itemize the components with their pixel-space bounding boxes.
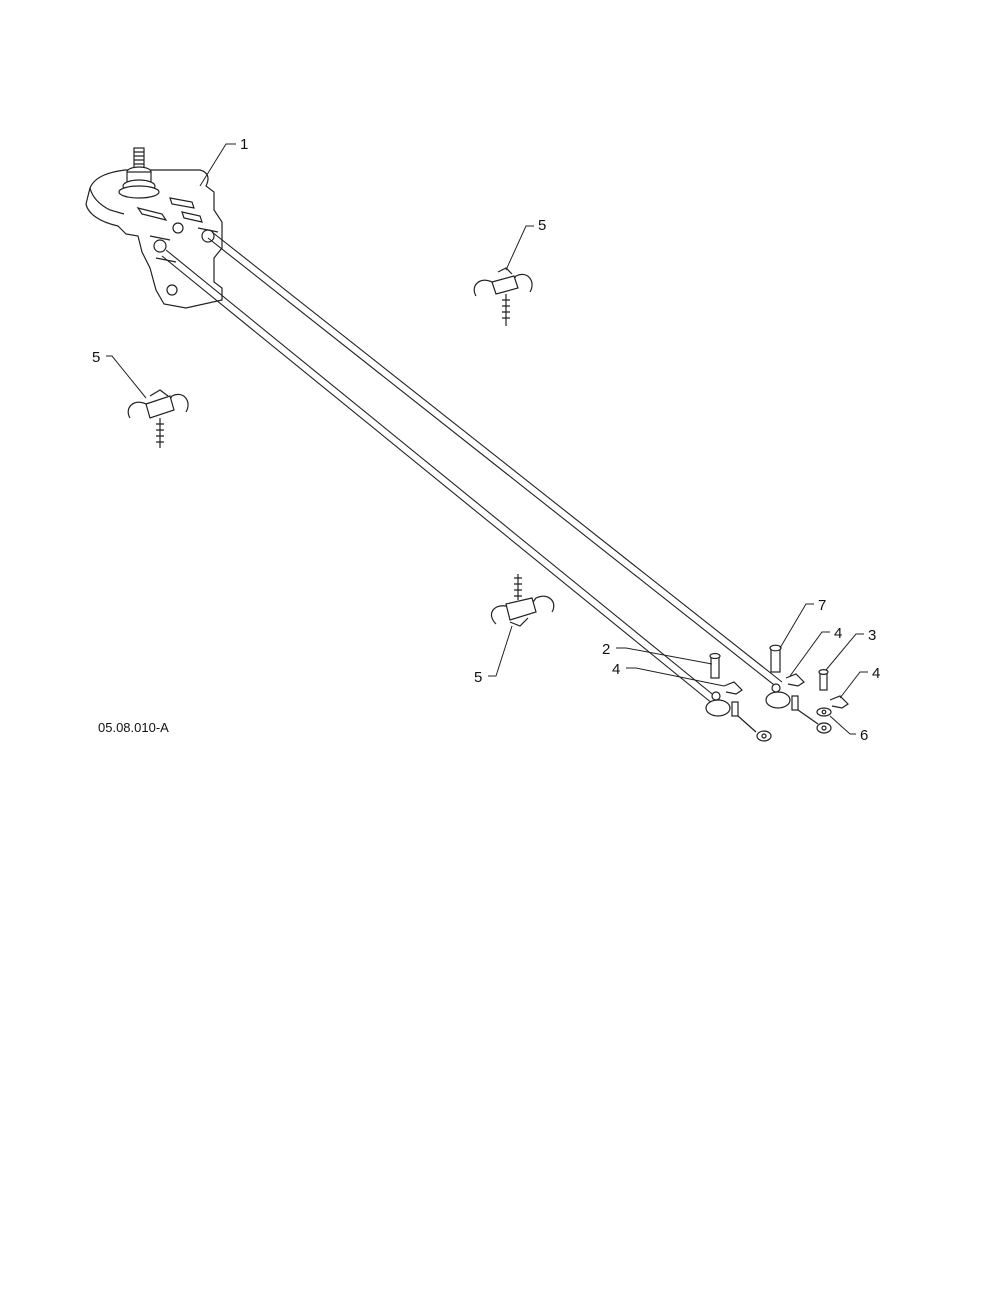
callout-7: 7 [818, 597, 826, 614]
leader-lines [106, 143, 868, 735]
callout-5-top: 5 [538, 217, 546, 234]
callout-5-left: 5 [92, 349, 100, 366]
ball-joint-right [765, 683, 832, 734]
callout-4-right: 4 [872, 665, 880, 682]
clip-top-right [473, 267, 533, 326]
bracket-assembly [85, 147, 223, 309]
pin-item-7 [769, 644, 782, 673]
clip-bottom-center [491, 574, 555, 627]
callout-1: 1 [240, 136, 248, 153]
pin-item-3 [818, 668, 829, 691]
callout-3: 3 [868, 627, 876, 644]
pin-item-2 [709, 652, 721, 679]
callout-2: 2 [602, 641, 610, 658]
callout-6: 6 [860, 727, 868, 744]
figure-reference: 05.08.010-A [98, 720, 169, 735]
clip-item-4-left [723, 681, 743, 695]
lower-rod [161, 249, 723, 709]
callout-4-middle: 4 [834, 625, 842, 642]
clip-item-4-middle [785, 673, 805, 687]
clip-item-4-right [829, 695, 849, 709]
ball-joint-left [705, 691, 772, 742]
upper-rod [207, 231, 783, 689]
callout-4-left: 4 [612, 661, 620, 678]
clip-left [127, 389, 189, 448]
callout-5-bottom: 5 [474, 669, 482, 686]
washer-item-6 [816, 707, 832, 717]
